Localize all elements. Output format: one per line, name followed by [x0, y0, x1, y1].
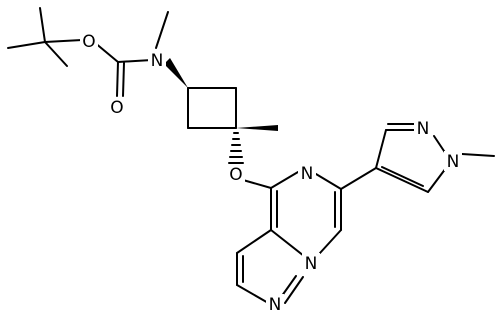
svg-text:O: O: [229, 165, 242, 185]
methylpyrazole-ring: [340, 123, 495, 193]
atom-label-o-carbonyl: O: [108, 97, 126, 118]
atom-label-n-pyrazine: N: [298, 163, 316, 184]
svg-text:N: N: [305, 254, 318, 274]
atom-label-n-bridge: N: [302, 253, 320, 274]
atom-label-n-pyrazolo: N: [266, 294, 284, 314]
hashed-bond-ring-oxygen: [228, 132, 244, 164]
ether-linkage: [242, 179, 272, 189]
svg-text:O: O: [82, 32, 95, 52]
carbamate-group: [93, 11, 169, 97]
tert-butyl-group: [7, 7, 83, 67]
wedge-bond-methyl: [236, 125, 278, 131]
svg-text:O: O: [110, 98, 123, 118]
atom-label-n-pyrazole-2: N: [444, 151, 462, 172]
atom-label-o-ether: O: [227, 164, 245, 185]
pyrazole-fused-ring: [236, 229, 304, 305]
svg-text:N: N: [269, 295, 282, 314]
wedge-bond-n-ring: [164, 58, 188, 88]
atom-label-n-carbamate: N: [148, 50, 166, 71]
atom-label-o-ester: O: [80, 31, 98, 52]
svg-text:N: N: [447, 152, 460, 172]
pyrazine-ring: [270, 171, 342, 257]
svg-text:N: N: [417, 119, 430, 139]
svg-text:N: N: [151, 51, 164, 71]
atom-label-n-pyrazole-1: N: [414, 118, 432, 139]
cyclobutane-ring: [187, 87, 237, 129]
svg-text:N: N: [301, 164, 314, 184]
